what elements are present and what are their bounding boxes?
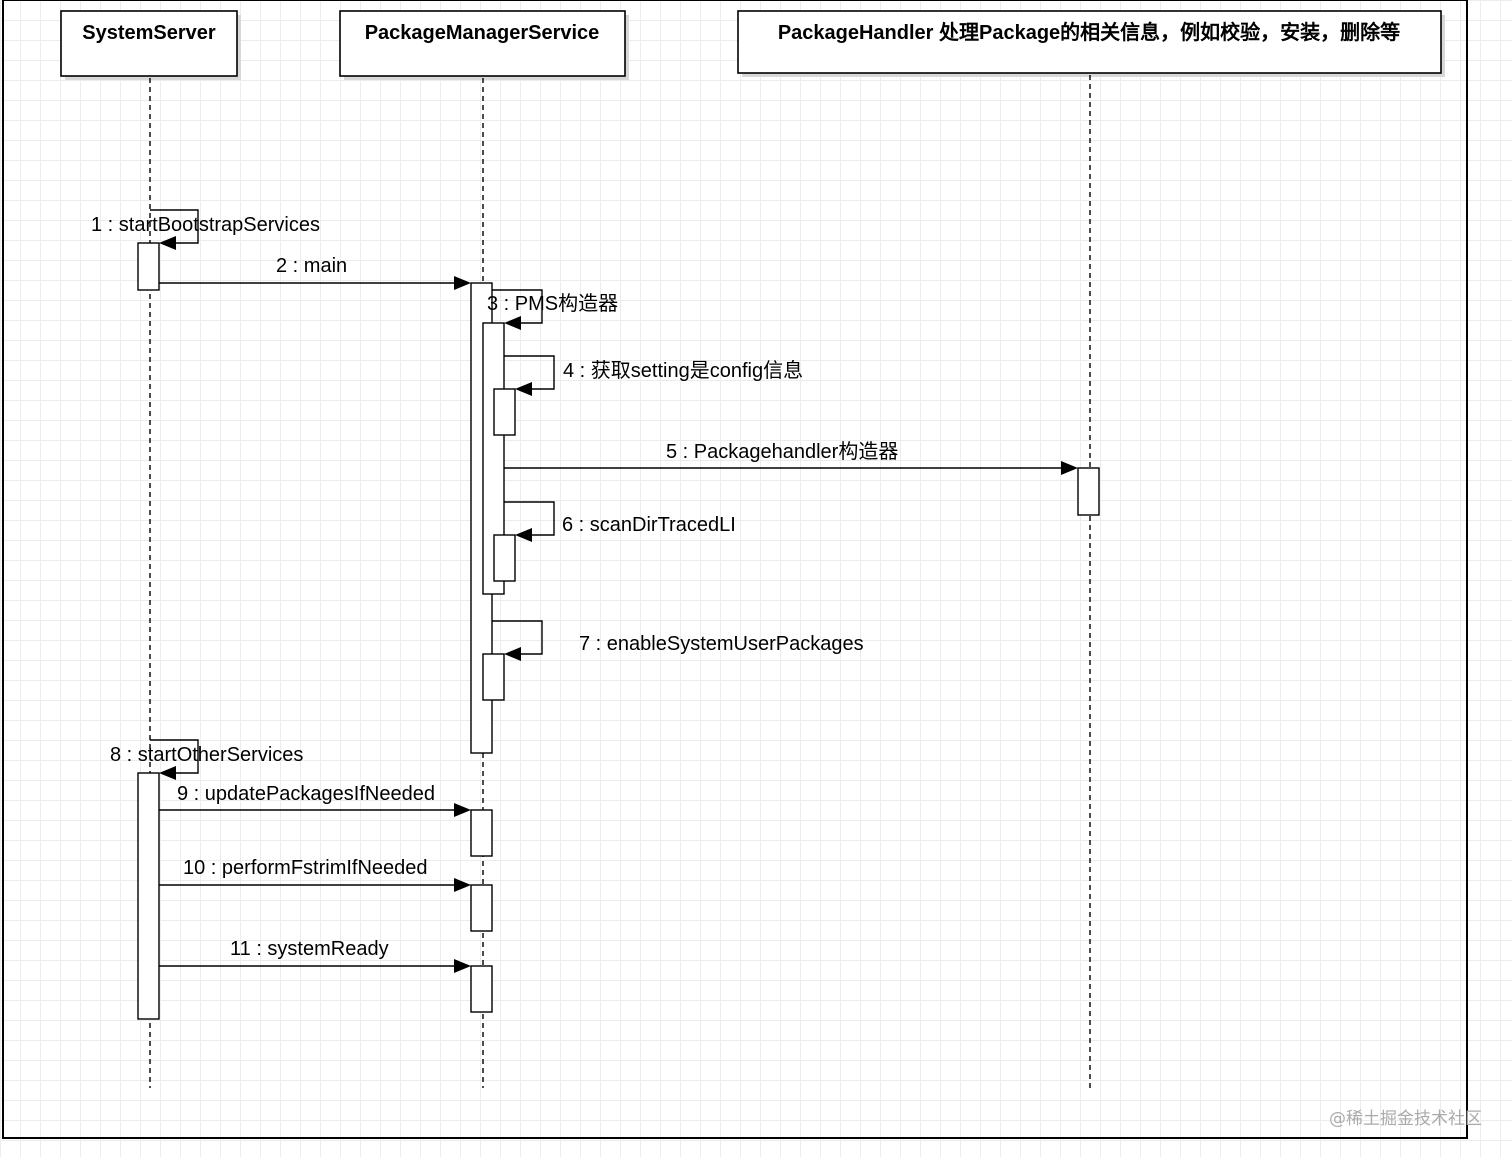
message-3 [492, 289, 543, 330]
message-3-label: 3 : PMS构造器 [487, 292, 618, 315]
message-8 [150, 739, 199, 780]
message-11 [159, 959, 471, 973]
watermark: @稀土掘金技术社区 [1329, 1109, 1482, 1129]
message-6-label: 6 : scanDirTracedLI [562, 514, 736, 536]
participant-label: SystemServer [82, 22, 216, 44]
activation-bar [470, 809, 493, 857]
message-4-label: 4 : 获取setting是config信息 [563, 359, 803, 382]
message-2 [159, 276, 471, 290]
activation-bar [137, 242, 160, 291]
participant-label: PackageManagerService [365, 22, 600, 44]
activation-bar [493, 534, 516, 582]
participant-package-handler: PackageHandler 处理Package的相关信息，例如校验，安装，删除… [737, 10, 1445, 77]
message-10-label: 10 : performFstrimIfNeeded [183, 857, 428, 879]
message-5-label: 5 : Packagehandler构造器 [666, 440, 898, 463]
message-10 [159, 878, 471, 892]
message-9-label: 9 : updatePackagesIfNeeded [177, 783, 435, 805]
message-1-label: 1 : startBootstrapServices [91, 214, 320, 236]
activation-bar [493, 388, 516, 436]
message-7-label: 7 : enableSystemUserPackages [579, 633, 864, 655]
participant-system-server: SystemServer [60, 10, 241, 80]
participant-label: PackageHandler 处理Package的相关信息，例如校验，安装，删除… [778, 20, 1400, 44]
diagram-frame [2, 0, 1468, 1139]
message-5 [504, 461, 1078, 475]
activation-bar [137, 772, 160, 1020]
message-11-label: 11 : systemReady [230, 938, 389, 960]
message-4 [504, 355, 555, 396]
activation-bar [1077, 467, 1100, 516]
message-1 [150, 209, 199, 250]
activation-bar [482, 653, 505, 701]
message-9 [159, 803, 471, 817]
activation-bar [470, 884, 493, 932]
message-8-label: 8 : startOtherServices [110, 744, 303, 766]
activation-bar [470, 965, 493, 1013]
message-7 [492, 620, 543, 661]
message-6 [504, 501, 555, 542]
message-2-label: 2 : main [276, 255, 347, 277]
participant-package-manager-service: PackageManagerService [339, 10, 629, 80]
